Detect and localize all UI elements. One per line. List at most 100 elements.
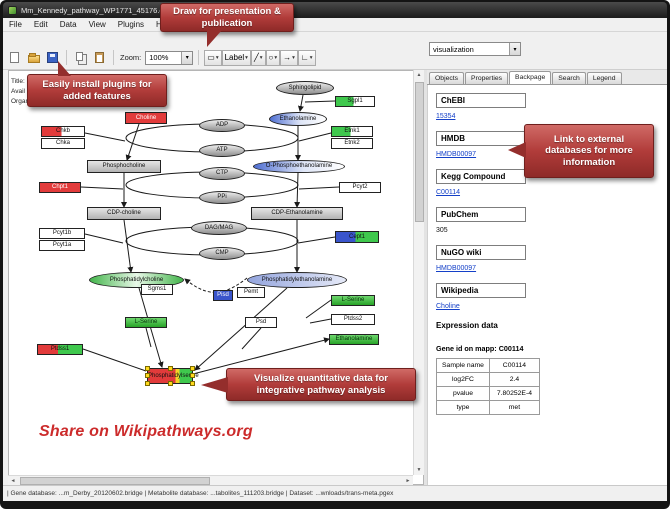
pathway-node-psd[interactable]: Psd	[245, 317, 277, 328]
database-id-link[interactable]: Choline	[436, 303, 460, 310]
zoom-dropdown-arrow-icon[interactable]: ▾	[181, 51, 193, 64]
label-tool[interactable]: Label▾	[221, 49, 251, 66]
selection-handle[interactable]	[190, 373, 195, 378]
pathway-node-l-serine[interactable]: L-Serine	[125, 317, 167, 328]
pathway-node-choline[interactable]: Choline	[125, 112, 167, 124]
database-id-link[interactable]: HMDB00097	[436, 151, 477, 158]
pathway-node-adp[interactable]: ADP	[199, 119, 245, 132]
pathway-node-chpt1[interactable]: Chpt1	[39, 182, 81, 193]
pathway-node-pemt[interactable]: Pemt	[237, 287, 265, 298]
pathway-node-sgpl1[interactable]: Sgpl1	[335, 96, 375, 107]
connector-tool[interactable]: →▾	[280, 49, 298, 66]
pathway-node-ctp[interactable]: CTP	[199, 167, 245, 180]
tab-objects[interactable]: Objects	[429, 72, 465, 84]
dropdown-arrow-icon: ▾	[274, 54, 278, 61]
expression-data-title: Expression data	[436, 321, 498, 330]
panel-splitter[interactable]	[424, 70, 427, 485]
menu-plugins[interactable]: Plugins	[117, 20, 145, 29]
callout-install-plugins: Easily install plugins for added feature…	[27, 61, 167, 107]
database-id-link[interactable]: C00114	[436, 189, 461, 196]
pathway-node-cmp[interactable]: CMP	[199, 247, 245, 260]
pathway-node-dag-mag[interactable]: DAG/MAG	[191, 221, 247, 235]
shape-tool[interactable]: ○▾	[265, 49, 281, 66]
selection-handle[interactable]	[190, 381, 195, 386]
database-id-link[interactable]: 15354	[436, 113, 456, 120]
title-bar[interactable]: Mm_Kennedy_pathway_WP1771_45176.gpml	[3, 2, 667, 18]
selection-handle[interactable]	[168, 366, 173, 371]
pathway-node-label: Pisd	[217, 292, 229, 298]
menu-data[interactable]: Data	[59, 20, 77, 29]
pathway-node-phosphocholine[interactable]: Phosphocholine	[87, 160, 161, 173]
pathway-node-phosphatidylethanolamine[interactable]: Phosphatidylethanolamine	[247, 272, 347, 288]
selection-handle[interactable]	[145, 366, 150, 371]
pathway-node-l-serine[interactable]: L-Serine	[331, 295, 375, 306]
pathway-node-cdp-choline[interactable]: CDP-choline	[87, 207, 161, 220]
toolbar-separator	[66, 50, 67, 65]
tab-legend[interactable]: Legend	[586, 72, 622, 84]
zoom-combobox[interactable]: 100% ▾	[145, 50, 194, 65]
tab-properties[interactable]: Properties	[465, 72, 509, 84]
scroll-down-icon[interactable]: ▼	[416, 467, 422, 473]
pathway-node-sgms1[interactable]: Sgms1	[141, 284, 173, 295]
visualization-combobox[interactable]: visualization ▾	[429, 42, 521, 56]
visualization-dropdown-arrow-icon[interactable]: ▾	[509, 43, 520, 55]
pathway-node-cdp-ethanolamine[interactable]: CDP-Ethanolamine	[251, 207, 343, 220]
pathway-node-sphingolipid[interactable]: Sphingolipid	[276, 81, 334, 95]
selection-handle[interactable]	[145, 373, 150, 378]
horizontal-scroll-thumb[interactable]	[20, 477, 210, 485]
dropdown-arrow-icon: ▾	[215, 54, 219, 61]
table-cell: type	[436, 400, 490, 415]
paste-button[interactable]	[91, 49, 108, 66]
line-tool-icon: ╱	[253, 52, 259, 62]
horizontal-scrollbar[interactable]: ◄ ►	[8, 475, 413, 485]
pathway-node-label: Phosphatidylcholine	[109, 277, 164, 283]
new-file-button[interactable]	[6, 49, 23, 66]
pathway-node-ethanolamine[interactable]: Ethanolamine	[329, 334, 379, 345]
tab-backpage[interactable]: Backpage	[509, 71, 552, 84]
pathway-node-chka[interactable]: Chka	[41, 138, 85, 149]
pathway-node-pcyt1b[interactable]: Pcyt1b	[39, 228, 85, 239]
tab-search[interactable]: Search	[552, 72, 586, 84]
datanode-tool[interactable]: ▭▾	[204, 49, 222, 66]
menu-view[interactable]: View	[88, 20, 106, 29]
callout-pointer-left-icon	[508, 142, 526, 158]
vertical-scrollbar[interactable]: ▲ ▼	[413, 70, 424, 475]
pathway-node-ptdss1[interactable]: Ptdss1	[37, 344, 83, 355]
pathway-node-phosphatidylserine[interactable]: Phosphatidylserine	[145, 366, 199, 386]
pathway-node-ppi[interactable]: PPi	[199, 191, 245, 204]
pathway-node-pisd[interactable]: Pisd	[213, 290, 233, 301]
pathway-node-etnk2[interactable]: Etnk2	[331, 138, 373, 149]
pathway-node-pcyt2[interactable]: Pcyt2	[339, 182, 381, 193]
dropdown-arrow-icon: ▾	[259, 54, 263, 61]
pathway-node-label: L-Serine	[341, 297, 365, 303]
selection-handle[interactable]	[190, 366, 195, 371]
pathway-node-cept1[interactable]: Cept1	[335, 231, 379, 243]
copy-button[interactable]	[72, 49, 89, 66]
save-button[interactable]	[44, 49, 61, 66]
pathway-node-atp[interactable]: ATP	[199, 144, 245, 157]
scroll-up-icon[interactable]: ▲	[416, 72, 422, 78]
selection-handle[interactable]	[145, 381, 150, 386]
pathway-node-chkb[interactable]: Chkb	[41, 126, 85, 137]
pathway-node-ethanolamine[interactable]: Ethanolamine	[269, 112, 327, 126]
scroll-right-icon[interactable]: ►	[405, 478, 411, 484]
pathway-node-ptdss2[interactable]: Ptdss2	[331, 314, 375, 325]
open-button[interactable]	[25, 49, 42, 66]
vertical-scroll-thumb[interactable]	[415, 82, 424, 222]
line-tool[interactable]: ╱▾	[250, 49, 266, 66]
pathway-node-pcyt1a[interactable]: Pcyt1a	[39, 240, 85, 251]
menu-file[interactable]: File	[9, 20, 22, 29]
scroll-left-icon[interactable]: ◄	[10, 478, 16, 484]
menu-edit[interactable]: Edit	[33, 20, 48, 29]
database-name-box: PubChem	[436, 207, 526, 222]
anchor-tool[interactable]: ∟▾	[297, 49, 316, 66]
selection-handle[interactable]	[168, 381, 173, 386]
pathway-node-o-phosphoethanolamine[interactable]: O-Phosphoethanolamine	[253, 160, 345, 173]
table-cell: 7.80252E-4	[488, 386, 540, 401]
pathway-node-etnk1[interactable]: Etnk1	[331, 126, 373, 137]
database-id-link[interactable]: HMDB00097	[436, 265, 477, 272]
